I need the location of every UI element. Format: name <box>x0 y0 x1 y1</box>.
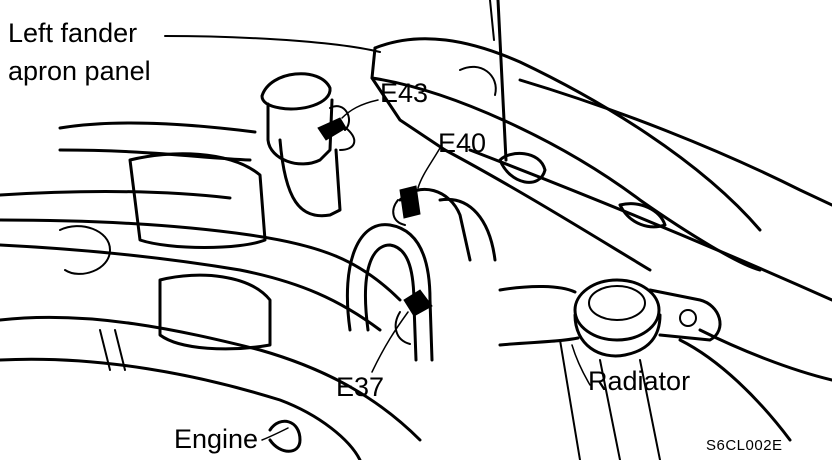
connector-e37 <box>394 289 433 345</box>
engine-leader-line <box>261 427 289 441</box>
radiator-core <box>559 328 832 460</box>
connector-e43 <box>317 105 356 151</box>
fender-leader-line <box>164 35 381 53</box>
figure-code: S6CL002E <box>706 437 783 454</box>
radiator-label: Radiator <box>588 366 691 396</box>
engine-block <box>0 152 422 460</box>
engine-label: Engine <box>174 424 259 454</box>
radiator-leader-line <box>571 344 591 386</box>
e40-label: E40 <box>438 128 487 158</box>
e40-leader-line <box>417 147 441 189</box>
fender-label-line2: apron panel <box>8 56 151 86</box>
e43-label: E43 <box>380 78 429 108</box>
connector-e40 <box>392 185 421 226</box>
fender-apron-panel <box>370 0 762 272</box>
e43-leader-line <box>341 99 379 119</box>
reservoir-tank <box>260 72 342 218</box>
radiator-cap <box>498 278 722 358</box>
e37-label: E37 <box>336 372 385 402</box>
right-fender-edge <box>468 78 832 302</box>
fender-label-line1: Left fander <box>8 18 138 48</box>
e37-leader-line <box>371 311 409 373</box>
